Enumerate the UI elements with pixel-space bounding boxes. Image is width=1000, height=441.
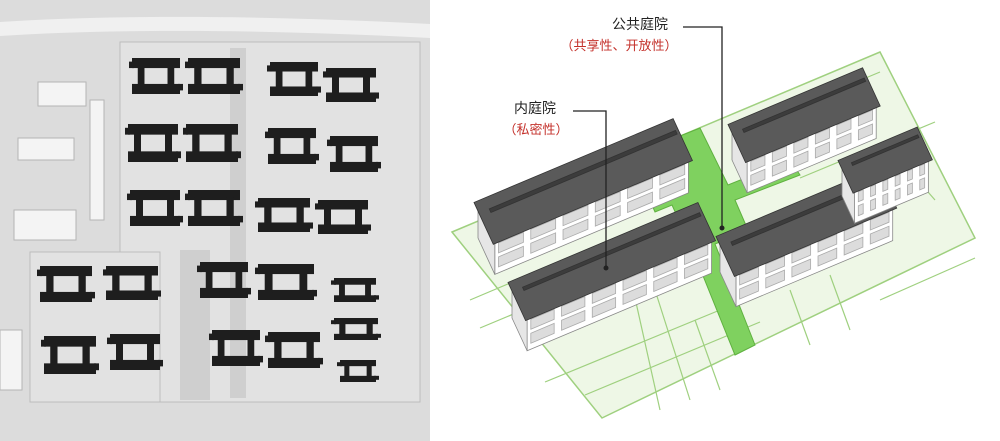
- building-block: [107, 334, 163, 370]
- building-block: [337, 360, 379, 382]
- building-east-small: [837, 126, 933, 224]
- building-block: [255, 198, 313, 232]
- inner-courtyard-subtitle: （私密性）: [503, 123, 569, 138]
- leader-line-public: [683, 26, 723, 228]
- building-block: [327, 136, 381, 172]
- building-southwest: [507, 201, 717, 352]
- building-block: [41, 336, 99, 374]
- leader-dot-public: [719, 225, 725, 231]
- building-block: [331, 278, 379, 302]
- residential-buildings: [473, 67, 933, 352]
- site-plan: [0, 0, 430, 441]
- building-block: [197, 262, 251, 298]
- building-block: [323, 68, 379, 102]
- building-block: [185, 190, 243, 226]
- building-block: [103, 266, 161, 300]
- neighbor-buildings: [0, 81, 105, 391]
- building-block: [267, 62, 321, 96]
- building-blocks: [37, 58, 381, 382]
- building-block: [129, 58, 183, 94]
- building-block: [265, 332, 323, 368]
- site-road-top: [0, 16, 430, 38]
- inner-courtyard-label: 内庭院: [500, 99, 570, 119]
- building-block: [255, 264, 317, 300]
- public-courtyard-label: 公共庭院: [590, 15, 690, 35]
- building-block: [125, 124, 181, 162]
- public-courtyard-sub-wrap: （共享性、开放性）: [554, 37, 684, 56]
- building-block: [185, 58, 243, 94]
- building-block: [37, 266, 95, 302]
- building-northeast: [727, 67, 881, 194]
- building-block: [265, 128, 319, 164]
- public-courtyard-title: 公共庭院: [612, 17, 668, 33]
- leader-line-inner: [573, 110, 607, 268]
- public-courtyard-subtitle: （共享性、开放性）: [560, 39, 678, 54]
- courtyard-axonometric: [450, 26, 977, 419]
- inner-courtyard-sub-wrap: （私密性）: [494, 121, 578, 140]
- leader-dot-inner: [603, 265, 609, 271]
- building-northwest: [473, 118, 693, 276]
- building-block: [183, 124, 241, 162]
- building-block: [331, 318, 381, 340]
- building-block: [127, 190, 183, 226]
- building-block: [209, 330, 263, 366]
- building-block: [315, 200, 371, 234]
- inner-courtyard-title: 内庭院: [514, 101, 556, 117]
